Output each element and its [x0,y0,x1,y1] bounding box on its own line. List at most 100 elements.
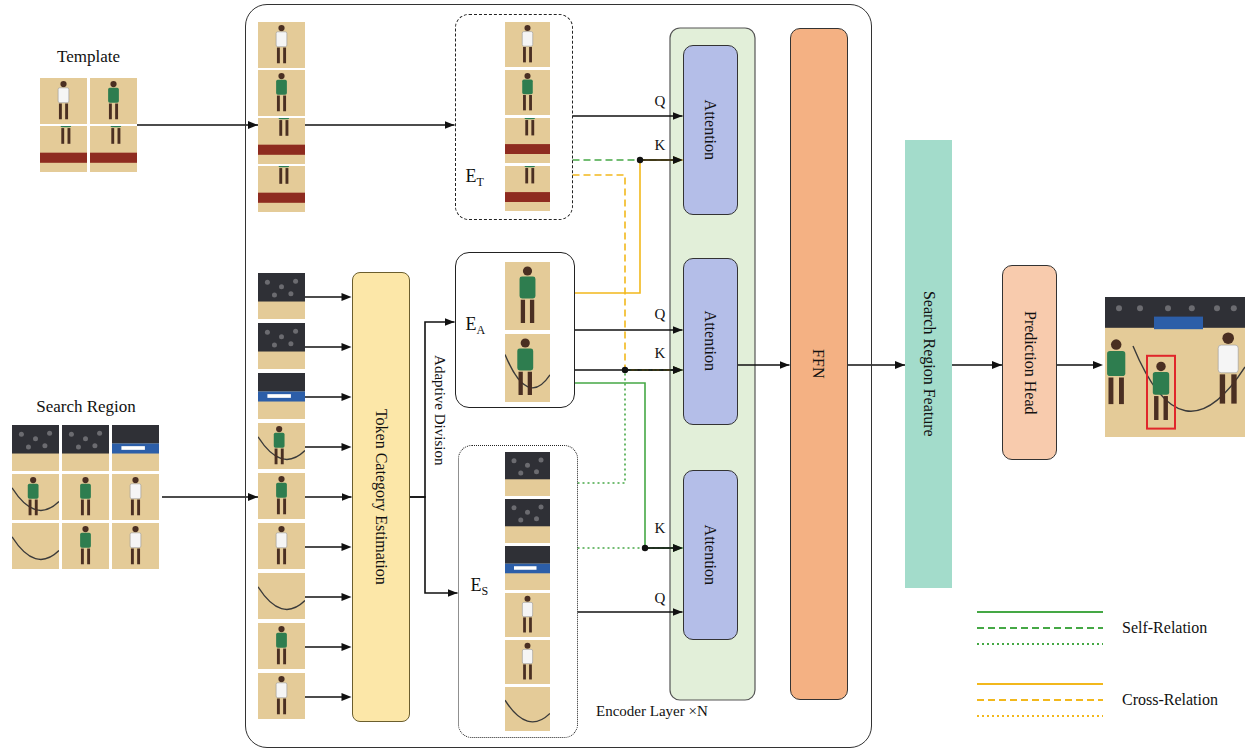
player-body [522,649,532,663]
arrow-head [342,393,352,401]
token-arrow [305,696,344,698]
image-patch [505,70,550,115]
key-label: K [655,137,666,154]
player-leg [279,168,282,184]
player-leg [523,664,526,679]
arrow-head [673,156,683,164]
player-leg [277,499,280,515]
player-leg [109,104,112,120]
court-floor [12,523,59,569]
crowd-head [1189,305,1195,311]
label-group: EA [466,315,486,337]
label-holder: K [655,136,666,154]
player-body [522,32,533,47]
crowd-head [539,504,544,509]
node-label: S [482,585,489,598]
crowd-head [76,445,81,450]
player-leg [118,128,121,144]
player-head [278,626,284,632]
key-label: K [655,520,666,537]
key-line [640,159,675,161]
court-floor [40,126,87,172]
crowd-head [525,463,530,468]
player-body [278,118,289,119]
player-leg [529,95,532,110]
player-leg [283,649,286,665]
node-label: T [477,176,484,189]
junction-dot [637,157,643,163]
label-group: ES [471,576,489,598]
player-leg [525,168,528,183]
crowd-head [97,431,102,436]
token-category-estimation: Token Category Estimation [352,272,410,722]
player-leg [521,300,525,323]
court-floor [62,425,109,471]
arrow-head [342,543,352,551]
search-region-feature: Search Region Feature [905,140,952,588]
ad-mark [267,394,291,398]
node-label: Token Category Estimation [372,409,390,585]
player-leg [65,104,68,120]
crowd-head [265,280,270,285]
crowd-head [47,431,52,436]
crowd-head [534,516,539,521]
player-leg [525,120,528,135]
connector [575,369,683,371]
player-leg [1119,378,1124,405]
court-floor [505,70,550,115]
junction-dot [642,545,648,551]
player-body [80,533,91,548]
player-leg [281,449,284,465]
court-floor [112,474,159,520]
player-body [130,484,141,499]
crowd [12,425,59,454]
image-patch [258,373,305,419]
attention-panel [670,28,755,700]
image-patch [505,640,550,684]
player-head [524,73,530,79]
image-patch [258,573,305,619]
template-image: Template [40,48,137,172]
player-leg [283,96,286,112]
crowd-head [293,279,298,284]
player-head [132,526,138,532]
player-body [1153,372,1169,395]
crowd-head [512,505,517,510]
token-arrow [305,646,344,648]
output-arrow [1057,364,1095,366]
player-leg [279,120,282,136]
key-line [625,369,675,371]
search-region-image: Search Region [10,398,162,570]
crowd [258,373,305,391]
crowd-head [518,518,523,523]
player-leg [137,549,140,565]
player-leg [1231,374,1236,403]
ad-board [258,391,305,401]
court-line [505,700,550,722]
court-floor [505,452,550,496]
player-head [276,426,282,432]
court-floor [505,262,550,330]
node-label: E [471,576,482,596]
crowd-head [293,329,298,334]
label-holder: Q [655,589,666,607]
image-patch [258,70,305,116]
court-floor [62,474,109,520]
division-label: Adaptive Division [432,355,449,465]
key-line [645,547,675,549]
connector [410,322,455,497]
court-floor [258,423,305,469]
arrow-head [248,121,258,129]
player-leg [519,372,523,395]
court-floor [258,523,305,569]
image-patch [258,623,305,669]
player-head [110,81,116,87]
legend-line [977,643,1103,645]
label-holder: Q [655,92,666,110]
arrow-head [248,493,258,501]
court-floor [505,499,550,543]
crowd [505,546,550,564]
court-floor [258,473,305,519]
